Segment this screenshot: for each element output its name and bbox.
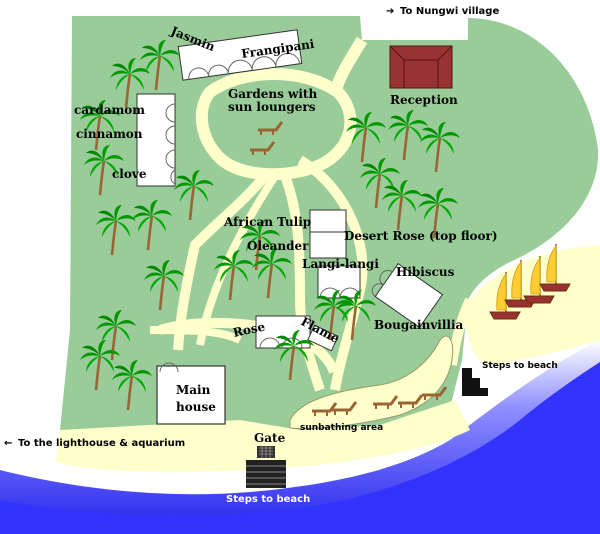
steps-icon	[462, 368, 488, 396]
label-gardens-line1: Gardens with	[228, 87, 317, 101]
label-langi-langi: Langi-langi	[302, 257, 379, 271]
sea-deep	[0, 362, 600, 534]
building-spice-rooms	[136, 93, 176, 187]
label-steps-south: Steps to beach	[226, 494, 310, 505]
label-sunbathing-area: sunbathing area	[300, 423, 383, 433]
nav-to-village[interactable]: To Nungwi village	[400, 6, 499, 17]
label-rose: Rose	[232, 319, 267, 339]
path-north	[330, 36, 368, 92]
building-jasmin-frangipani	[177, 29, 303, 81]
label-cardamom: cardamom	[74, 103, 145, 117]
label-cinnamon: cinnamon	[76, 127, 143, 141]
label-main-house-line2: house	[176, 400, 216, 414]
label-bougainvillia: Bougainvillia	[374, 318, 464, 332]
hill-east	[468, 18, 599, 300]
arrow-right-icon: ➔	[386, 6, 394, 17]
label-steps-east: Steps to beach	[482, 361, 558, 371]
garden-oval	[195, 68, 357, 181]
label-african-tulip: African Tulip	[223, 215, 311, 229]
label-clove: clove	[112, 167, 147, 181]
path-mid	[280, 174, 325, 392]
label-gardens-line2: sun loungers	[228, 100, 316, 114]
beach-south	[56, 400, 470, 472]
building-hibiscus	[371, 263, 444, 329]
label-reception: Reception	[390, 93, 458, 107]
building-reception	[389, 45, 453, 89]
label-oleander: Oleander	[247, 239, 309, 253]
gate-icon	[246, 446, 286, 488]
label-gate: Gate	[254, 431, 286, 445]
label-main-house-line1: Main	[176, 383, 211, 397]
path-to-beach	[447, 297, 475, 366]
arrow-left-icon: ←	[4, 438, 12, 449]
path-main-west	[149, 326, 242, 344]
nav-to-lighthouse[interactable]: To the lighthouse & aquarium	[18, 438, 185, 449]
building-tulip-oleander	[309, 209, 347, 259]
beach-east	[466, 245, 600, 365]
label-hibiscus: Hibiscus	[396, 265, 455, 279]
building-main-house	[156, 362, 226, 425]
label-desert-rose: Desert Rose (top floor)	[344, 229, 498, 243]
